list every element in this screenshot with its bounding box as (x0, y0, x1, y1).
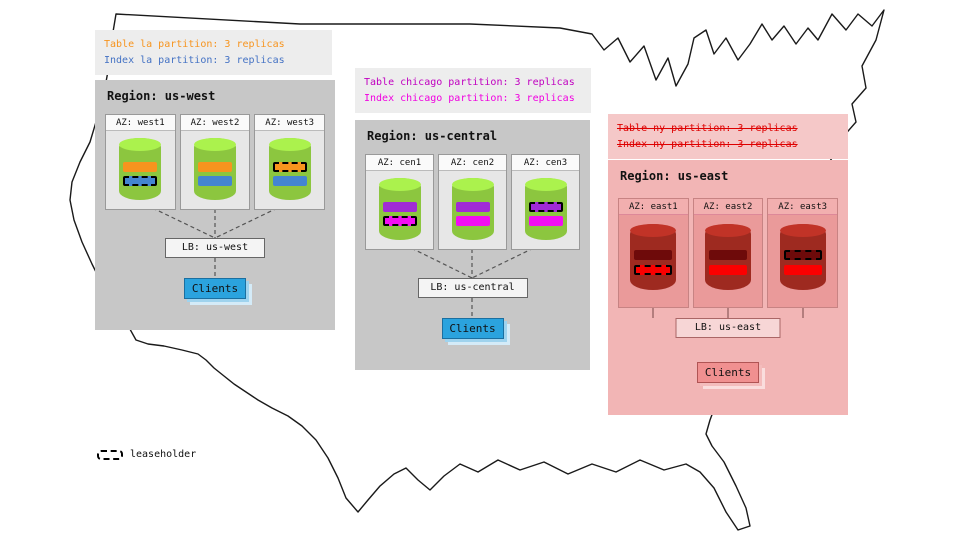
table-replica-bar (709, 250, 747, 260)
annotation-index-la: Index la partition: 3 replicas (104, 54, 285, 66)
index-replica-bar (634, 265, 673, 275)
database-cylinder (268, 138, 311, 200)
load-balancer-central: LB: us-central (417, 278, 528, 298)
clients-label: Clients (449, 322, 496, 335)
az-label: AZ: cen3 (512, 155, 579, 171)
region-us-east: Region: us-east AZ: east1 AZ: east2 AZ: … (608, 160, 848, 415)
clients-label: Clients (704, 366, 752, 379)
database-cylinder (779, 224, 826, 290)
az-label: AZ: cen2 (439, 155, 506, 171)
az-box-east3: AZ: east3 (767, 198, 839, 308)
az-box-east1: AZ: east1 (618, 198, 689, 308)
table-replica-bar (528, 202, 563, 212)
region-us-west: Region: us-west AZ: west1 AZ: west2 AZ: … (95, 80, 335, 330)
leaseholder-swatch-icon (97, 449, 123, 460)
table-replica-bar (783, 250, 822, 260)
load-balancer-east: LB: us-east (675, 318, 781, 338)
az-box-cen3: AZ: cen3 (511, 154, 580, 250)
table-replica-bar (634, 250, 673, 260)
az-box-west3: AZ: west3 (254, 114, 326, 210)
index-replica-bar (455, 216, 490, 226)
database-cylinder (451, 178, 494, 240)
database-cylinder (630, 224, 677, 290)
database-cylinder (194, 138, 236, 200)
az-label: AZ: east3 (768, 199, 838, 215)
table-replica-bar (123, 162, 158, 172)
az-box-east2: AZ: east2 (692, 198, 764, 308)
annotation-table-la: Table la partition: 3 replicas (104, 39, 285, 50)
table-replica-bar (198, 162, 232, 172)
region-title-central: Region: us-central (367, 129, 498, 143)
index-replica-bar (783, 265, 822, 275)
az-label: AZ: west3 (255, 115, 325, 131)
region-us-central: Region: us-central AZ: cen1 AZ: cen2 AZ:… (355, 120, 590, 370)
table-replica-bar (382, 202, 417, 212)
leaseholder-legend: leaseholder (97, 449, 196, 460)
region-title-west: Region: us-west (107, 89, 216, 103)
leaseholder-legend-label: leaseholder (130, 449, 197, 460)
region-title-east: Region: us-east (620, 169, 729, 183)
az-box-cen1: AZ: cen1 (365, 154, 434, 250)
index-replica-bar (123, 176, 158, 186)
annotation-note-west: Table la partition: 3 replicas Index la … (95, 30, 332, 75)
database-cylinder (705, 224, 751, 290)
az-row-west: AZ: west1 AZ: west2 AZ: west3 (105, 114, 326, 210)
annotation-note-east: Table ny partition: 3 replicas Index ny … (608, 114, 848, 159)
load-balancer-west: LB: us-west (165, 238, 265, 258)
database-cylinder (119, 138, 162, 200)
index-replica-bar (528, 216, 563, 226)
annotation-table-ny: Table ny partition: 3 replicas (617, 123, 798, 134)
annotation-note-central: Table chicago partition: 3 replicas Inde… (355, 68, 591, 113)
index-replica-bar (272, 176, 307, 186)
az-label: AZ: east2 (693, 199, 763, 215)
az-label: AZ: cen1 (366, 155, 433, 171)
annotation-index-ny: Index ny partition: 3 replicas (617, 138, 798, 150)
database-cylinder (378, 178, 421, 240)
clients-box-west: Clients (184, 278, 246, 299)
database-cylinder (524, 178, 567, 240)
table-replica-bar (272, 162, 307, 172)
az-row-east: AZ: east1 AZ: east2 AZ: east3 (618, 198, 839, 308)
az-box-west1: AZ: west1 (105, 114, 176, 210)
table-replica-bar (455, 202, 490, 212)
az-box-cen2: AZ: cen2 (438, 154, 507, 250)
clients-label: Clients (191, 282, 239, 295)
az-row-central: AZ: cen1 AZ: cen2 AZ: cen3 (365, 154, 580, 250)
clients-box-central: Clients (441, 318, 504, 339)
clients-box-east: Clients (697, 362, 759, 383)
az-label: AZ: west2 (180, 115, 250, 131)
az-box-west2: AZ: west2 (179, 114, 251, 210)
az-label: AZ: west1 (106, 115, 175, 131)
index-replica-bar (709, 265, 747, 275)
index-replica-bar (198, 176, 232, 186)
annotation-table-chicago: Table chicago partition: 3 replicas (364, 77, 575, 88)
index-replica-bar (382, 216, 417, 226)
annotation-index-chicago: Index chicago partition: 3 replicas (364, 92, 575, 104)
az-label: AZ: east1 (619, 199, 688, 215)
